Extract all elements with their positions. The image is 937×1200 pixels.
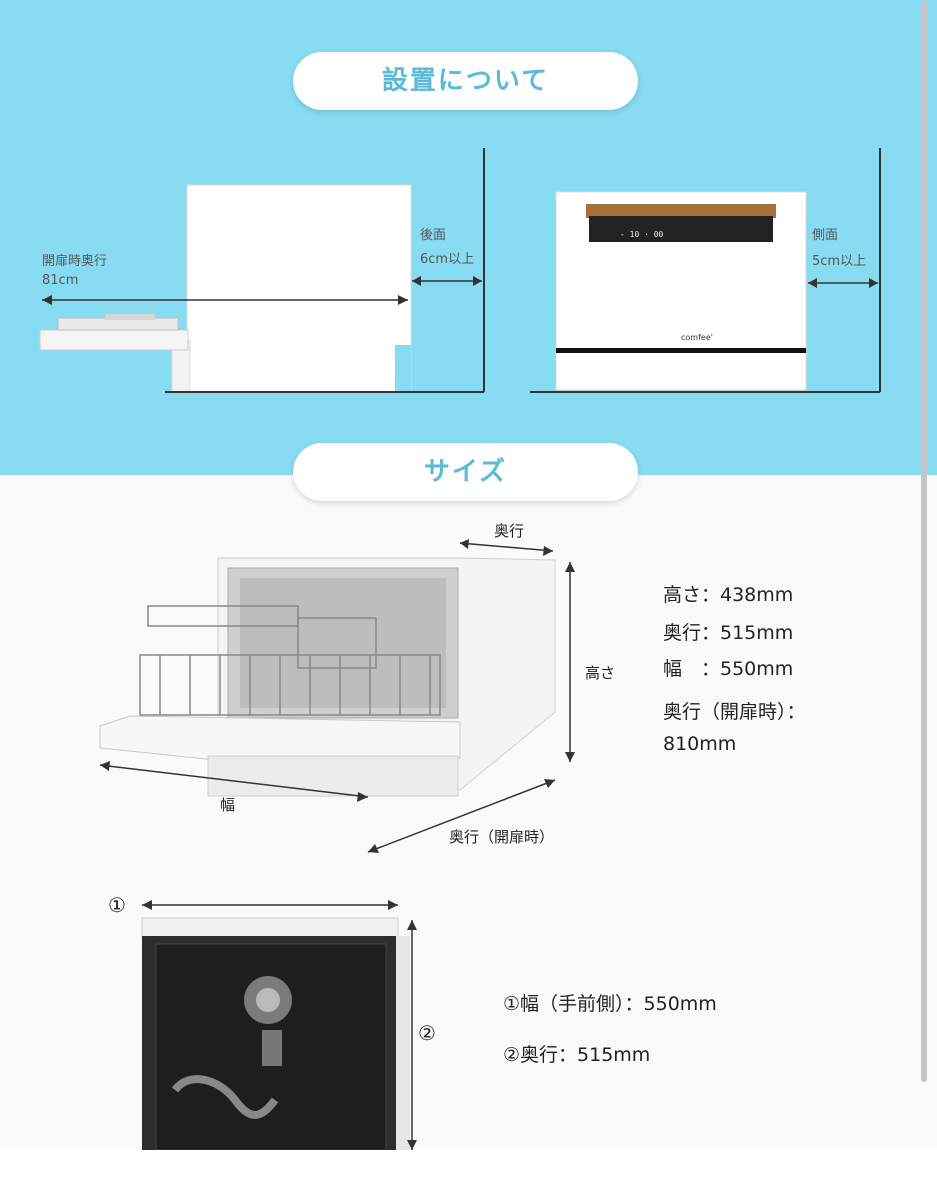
side-clearance-label: 側面 [812,228,839,243]
marker-1: ① [108,893,126,917]
control-panel-display: - 10 · 00 [620,230,664,239]
spec-width: 幅 ：550mm [663,658,794,680]
size-heading: サイズ [293,443,638,501]
spec-bottom-depth: ②奥行：515mm [503,1044,651,1066]
rear-clearance-label: 後面 [420,228,447,243]
front-view-dishwasher-illustration: comfee' [555,191,807,391]
side-view-dishwasher-illustration [39,184,412,393]
spec-height: 高さ：438mm [663,584,794,606]
height-dimension-label: 高さ [585,664,616,682]
open-door-depth-value: 81cm [42,273,79,288]
open-dishwasher-illustration [99,557,556,797]
width-dimension-label: 幅 [220,796,236,814]
svg-text:comfee': comfee' [681,333,713,342]
top-view-dishwasher-illustration [141,917,410,1151]
open-door-depth-label: 開扉時奥行 [42,254,108,269]
spec-depth-open-label: 奥行（開扉時）： [663,701,806,723]
installation-heading: 設置について [293,52,638,110]
rear-clearance-value: 6cm以上 [420,252,475,267]
bottom-bar [0,1150,937,1200]
spec-depth-open-value: 810mm [663,733,737,755]
side-clearance-value: 5cm以上 [812,254,867,269]
installation-diagrams: comfee' [39,148,881,393]
marker-2: ② [418,1021,436,1045]
scrollbar-thumb[interactable] [921,0,927,1082]
spec-depth: 奥行：515mm [663,622,794,644]
spec-front-width: ①幅（手前側）：550mm [503,993,717,1015]
depth-dimension-label: 奥行 [494,522,525,540]
open-depth-dimension-label: 奥行（開扉時） [449,828,555,846]
